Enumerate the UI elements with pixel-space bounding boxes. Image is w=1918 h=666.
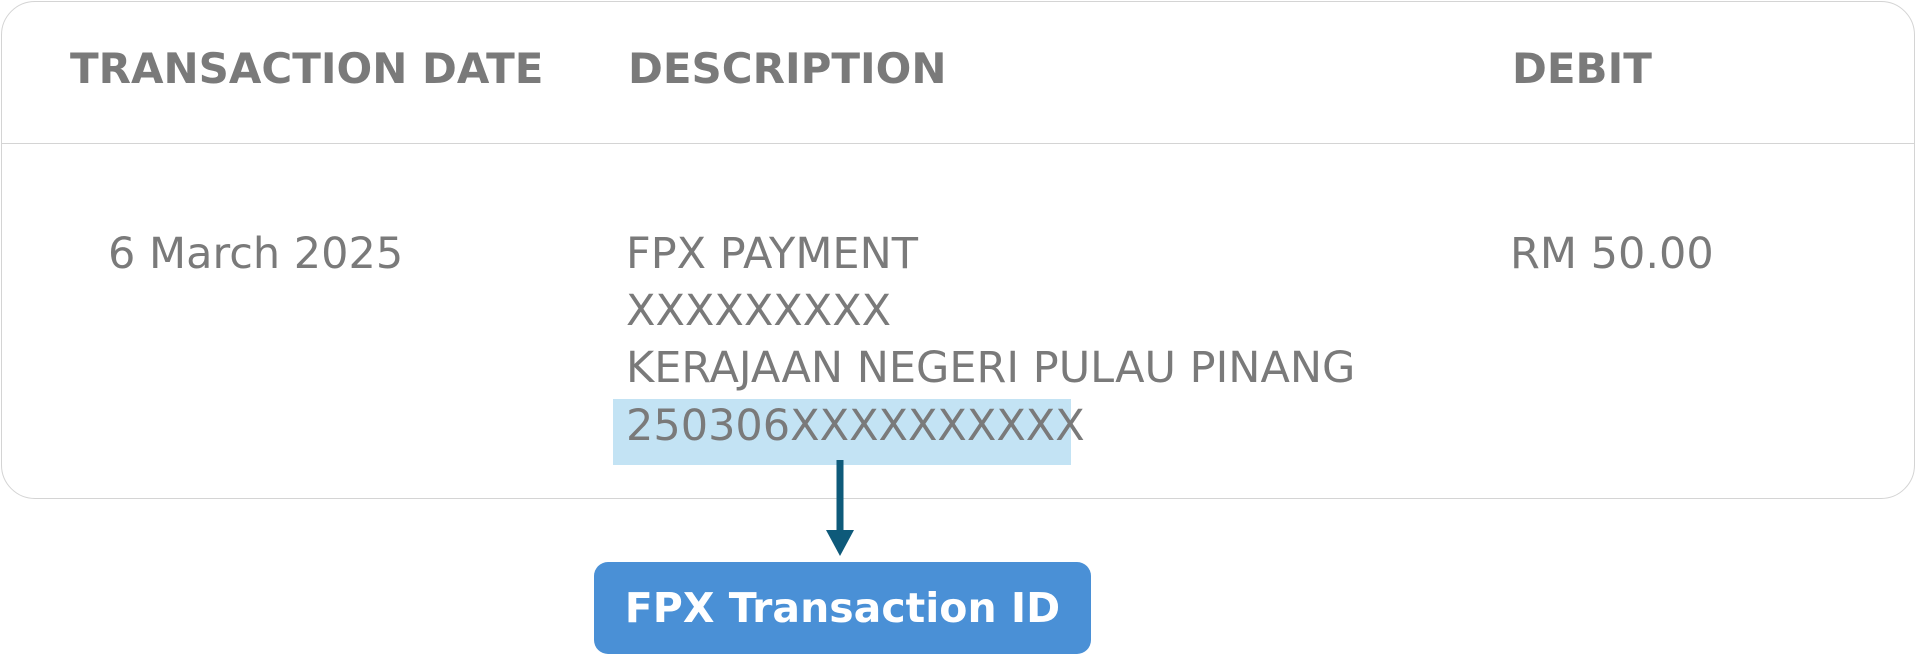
column-header-description: DESCRIPTION bbox=[628, 44, 947, 93]
fpx-transaction-id-label: FPX Transaction ID bbox=[594, 562, 1091, 654]
column-header-transaction-date: TRANSACTION DATE bbox=[70, 44, 544, 93]
description-line-payee: KERAJAAN NEGERI PULAU PINANG bbox=[626, 343, 1356, 393]
description-line-reference: XXXXXXXXX bbox=[626, 286, 892, 336]
description-line-payment-type: FPX PAYMENT bbox=[626, 229, 919, 279]
table-header-row: TRANSACTION DATE DESCRIPTION DEBIT bbox=[2, 2, 1914, 144]
description-cell: FPX PAYMENT XXXXXXXXX KERAJAAN NEGERI PU… bbox=[626, 226, 1355, 397]
transaction-date-cell: 6 March 2025 bbox=[108, 229, 404, 279]
arrow-down-icon bbox=[826, 460, 854, 556]
transaction-id-highlight bbox=[613, 399, 1071, 465]
debit-amount-cell: RM 50.00 bbox=[1510, 229, 1714, 279]
transaction-id-value: 250306XXXXXXXXXX bbox=[626, 401, 1085, 451]
column-header-debit: DEBIT bbox=[1512, 44, 1652, 93]
